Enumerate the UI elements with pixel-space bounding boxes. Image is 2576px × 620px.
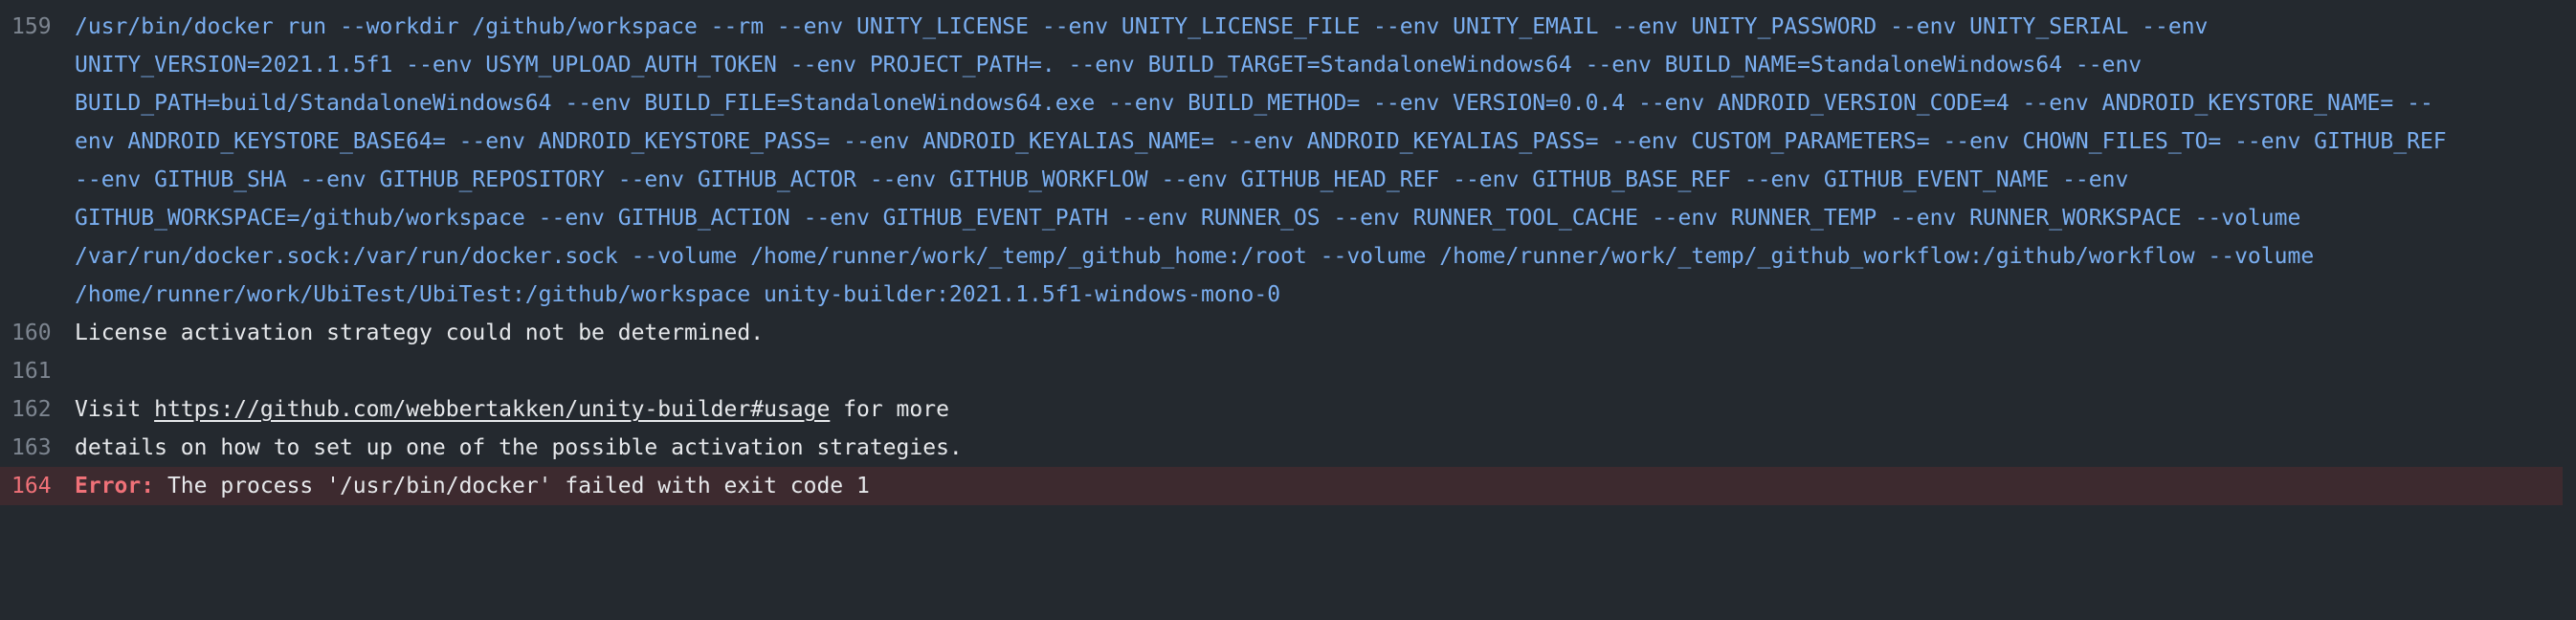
- log-line-159-wrap: GITHUB_WORKSPACE=/github/workspace --env…: [0, 199, 2563, 237]
- line-number[interactable]: 162: [11, 397, 52, 422]
- log-line-159-wrap: --env GITHUB_SHA --env GITHUB_REPOSITORY…: [0, 161, 2563, 199]
- command-text: /home/runner/work/UbiTest/UbiTest:/githu…: [75, 282, 1281, 307]
- log-line-163[interactable]: 163 details on how to set up one of the …: [0, 429, 2563, 467]
- usage-docs-link[interactable]: https://github.com/webbertakken/unity-bu…: [154, 397, 831, 422]
- log-line-159-wrap: BUILD_PATH=build/StandaloneWindows64 --e…: [0, 84, 2563, 122]
- command-text: BUILD_PATH=build/StandaloneWindows64 --e…: [75, 91, 2433, 116]
- log-line-159-wrap: /home/runner/work/UbiTest/UbiTest:/githu…: [0, 276, 2563, 314]
- log-line-159-wrap: env ANDROID_KEYSTORE_BASE64= --env ANDRO…: [0, 122, 2563, 161]
- line-number[interactable]: 160: [11, 321, 52, 345]
- command-text: UNITY_VERSION=2021.1.5f1 --env USYM_UPLO…: [75, 53, 2143, 78]
- command-text: env ANDROID_KEYSTORE_BASE64= --env ANDRO…: [75, 129, 2447, 154]
- line-number[interactable]: 163: [11, 435, 52, 460]
- log-line-159-wrap: /var/run/docker.sock:/var/run/docker.soc…: [0, 237, 2563, 276]
- command-text: /var/run/docker.sock:/var/run/docker.soc…: [75, 244, 2315, 269]
- log-text-prefix: Visit: [75, 397, 155, 422]
- line-number[interactable]: 159: [11, 14, 52, 39]
- log-line-159-wrap: UNITY_VERSION=2021.1.5f1 --env USYM_UPLO…: [0, 46, 2563, 84]
- log-line-159[interactable]: 159 /usr/bin/docker run --workdir /githu…: [0, 8, 2563, 46]
- log-line-162[interactable]: 162 Visit https://github.com/webbertakke…: [0, 390, 2563, 429]
- log-text: License activation strategy could not be…: [75, 321, 765, 345]
- error-message: Error: The process '/usr/bin/docker' fai…: [75, 467, 870, 505]
- error-text: The process '/usr/bin/docker' failed wit…: [154, 474, 870, 498]
- log-line-160[interactable]: 160 License activation strategy could no…: [0, 314, 2563, 352]
- line-number[interactable]: 164: [11, 474, 52, 498]
- line-number[interactable]: 161: [11, 359, 52, 384]
- error-label: Error:: [75, 474, 155, 498]
- log-text-suffix: for more: [830, 397, 949, 422]
- command-text: /usr/bin/docker run --workdir /github/wo…: [75, 14, 2209, 39]
- command-text: --env GITHUB_SHA --env GITHUB_REPOSITORY…: [75, 167, 2129, 192]
- log-line-164-error[interactable]: 164 Error: The process '/usr/bin/docker'…: [0, 467, 2563, 505]
- log-output: 159 /usr/bin/docker run --workdir /githu…: [0, 8, 2576, 505]
- command-text: GITHUB_WORKSPACE=/github/workspace --env…: [75, 206, 2301, 231]
- log-text: details on how to set up one of the poss…: [75, 435, 963, 460]
- log-line-161[interactable]: 161: [0, 352, 2563, 390]
- log-text: Visit https://github.com/webbertakken/un…: [75, 390, 949, 429]
